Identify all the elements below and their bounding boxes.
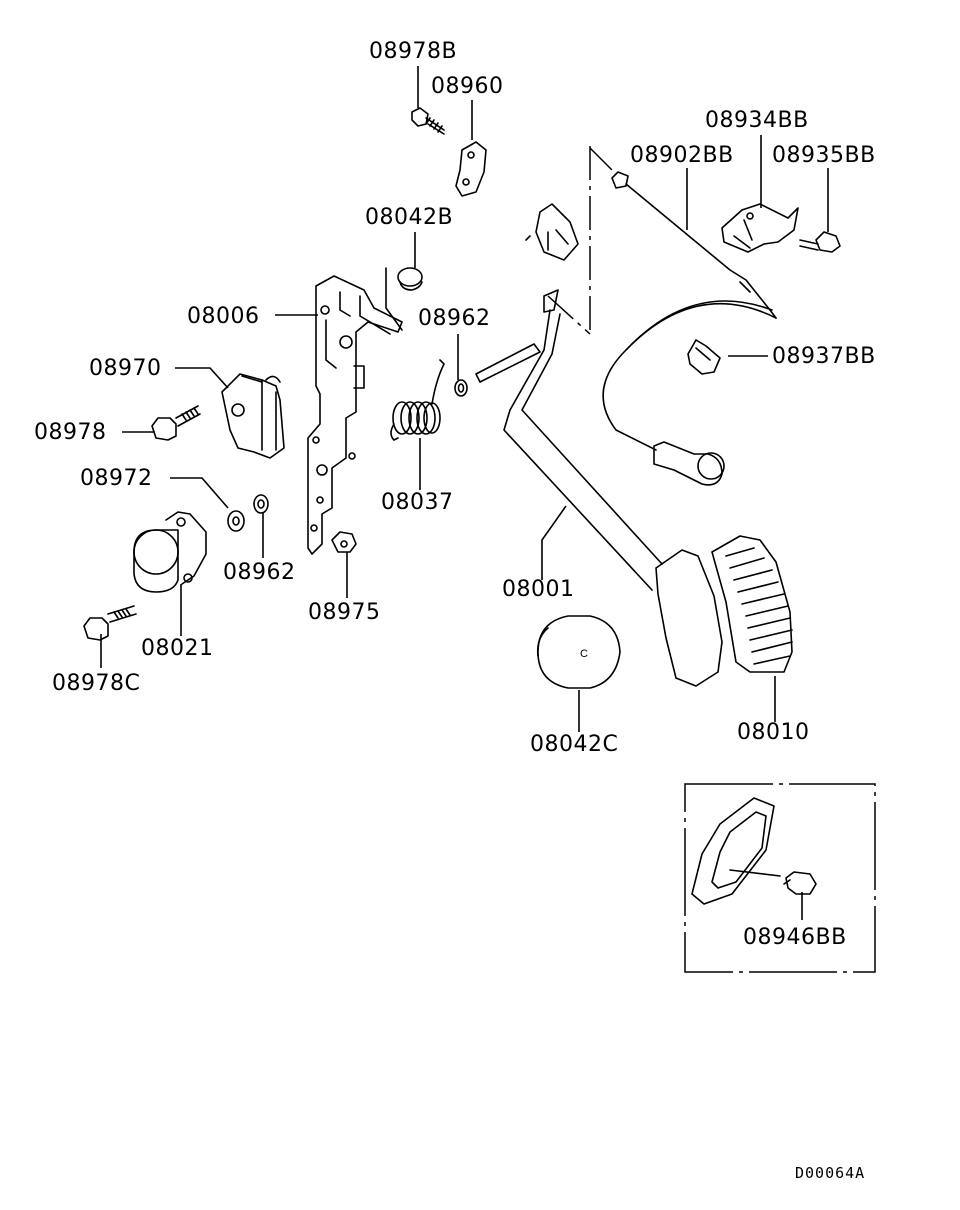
callout-08902bb: 08902BB <box>630 143 734 168</box>
callout-08962-upper: 08962 <box>418 306 491 331</box>
callout-08978: 08978 <box>34 420 107 445</box>
callout-08937bb: 08937BB <box>772 344 876 369</box>
callout-08037: 08037 <box>381 490 454 515</box>
callout-08978b: 08978B <box>369 39 458 64</box>
bolt-08978b-icon <box>411 107 445 135</box>
cap-mark: C <box>580 648 588 660</box>
sensor-08970-icon <box>221 373 285 459</box>
callout-08960: 08960 <box>431 74 504 99</box>
cap-08042b-icon <box>397 267 423 291</box>
callout-08935bb: 08935BB <box>772 143 876 168</box>
pedal-arm-08001-icon <box>475 203 723 687</box>
leader-lines <box>100 66 829 920</box>
callout-08946bb: 08946BB <box>743 925 847 950</box>
cap-08042c-icon <box>536 615 621 689</box>
reference-lines <box>547 146 876 973</box>
drawing-code: D00064A <box>795 1164 866 1182</box>
callout-08042c: 08042C <box>530 732 619 757</box>
washer-08962-upper-icon <box>454 379 468 397</box>
callout-08006: 08006 <box>187 304 260 329</box>
bolt-08978-icon <box>151 405 201 441</box>
cable-08902bb-icon <box>602 171 777 486</box>
clip-08937bb-icon <box>687 339 721 375</box>
bracket-08006-icon <box>307 267 403 555</box>
bolt-08935bb-icon <box>799 231 841 253</box>
bolt-08978c-icon <box>83 605 137 641</box>
callout-08934bb: 08934BB <box>705 108 809 133</box>
callout-08978c: 08978C <box>52 671 141 696</box>
callout-08962-lower: 08962 <box>223 560 296 585</box>
spring-08037-icon <box>390 359 445 441</box>
cover-08946bb-icon <box>691 797 817 905</box>
washer-08972-icon <box>227 510 245 532</box>
nut-08975-icon <box>331 531 357 553</box>
washer-08962-lower-icon <box>253 494 269 514</box>
callout-08010: 08010 <box>737 720 810 745</box>
switch-08021-icon <box>133 511 207 593</box>
bracket-08934bb-icon <box>721 203 799 253</box>
gasket-plate-08960-icon <box>455 141 487 197</box>
callout-08042b: 08042B <box>365 205 454 230</box>
callout-08972: 08972 <box>80 466 153 491</box>
callout-08001: 08001 <box>502 577 575 602</box>
pedal-pad-08010-icon <box>711 535 793 673</box>
callout-08021: 08021 <box>141 636 214 661</box>
callout-08975: 08975 <box>308 600 381 625</box>
callout-08970: 08970 <box>89 356 162 381</box>
